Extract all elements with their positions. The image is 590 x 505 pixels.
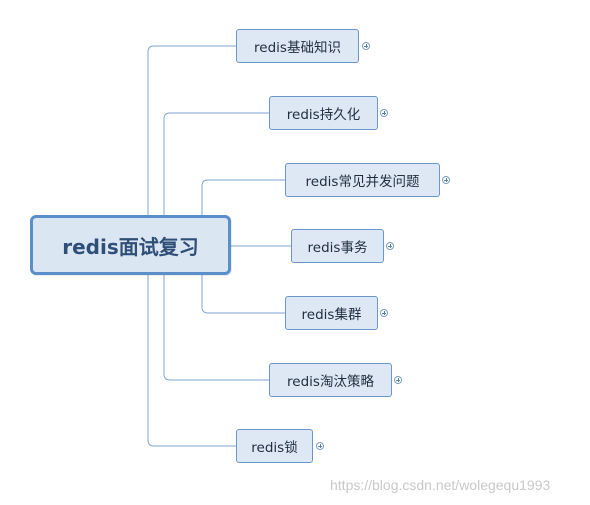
root-topic[interactable]: redis面试复习 (30, 215, 231, 275)
topic-redis-basics[interactable]: redis基础知识 (236, 29, 359, 63)
connector-redis-lock (147, 275, 236, 447)
expand-plus-icon[interactable] (386, 242, 394, 250)
topic-redis-concurrency[interactable]: redis常见并发问题 (285, 163, 440, 197)
connector-redis-persistence (163, 112, 269, 215)
topic-redis-lock[interactable]: redis锁 (236, 429, 313, 463)
expand-plus-icon[interactable] (380, 309, 388, 317)
expand-plus-icon[interactable] (380, 109, 388, 117)
connector-redis-cluster (201, 275, 285, 314)
expand-plus-icon[interactable] (394, 376, 402, 384)
topic-redis-transaction[interactable]: redis事务 (291, 229, 384, 263)
topic-redis-cluster[interactable]: redis集群 (285, 296, 378, 330)
connector-redis-eviction (163, 275, 269, 381)
connector-redis-basics (147, 45, 236, 215)
expand-plus-icon[interactable] (442, 176, 450, 184)
connector-redis-concurrency (201, 179, 285, 215)
topic-redis-eviction[interactable]: redis淘汰策略 (269, 363, 392, 397)
expand-plus-icon[interactable] (316, 442, 324, 450)
watermark-text: https://blog.csdn.net/wolegequ1993 (330, 477, 551, 493)
expand-plus-icon[interactable] (362, 42, 370, 50)
topic-redis-persistence[interactable]: redis持久化 (269, 96, 378, 130)
